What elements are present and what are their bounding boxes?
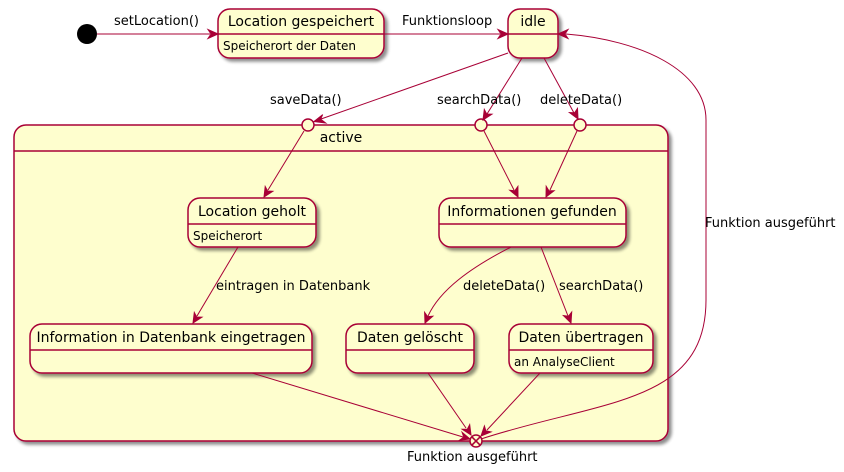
label-search-data: searchData() bbox=[437, 93, 521, 108]
state-location-gespeichert-title: Location gespeichert bbox=[228, 14, 375, 30]
state-informationen-gefunden bbox=[438, 197, 627, 248]
edge-save-to-location-geholt bbox=[263, 130, 305, 198]
label-eintragen: eintragen in Datenbank bbox=[216, 279, 371, 294]
state-information-eingetragen bbox=[29, 323, 313, 374]
label-delete-data: deleteData() bbox=[540, 93, 622, 108]
entry-point-search bbox=[474, 118, 488, 132]
edge-delete-to-informationen bbox=[545, 130, 578, 199]
edge-save-data bbox=[312, 52, 509, 124]
state-daten-geloescht bbox=[345, 323, 475, 374]
label-return-funktion-ausgefuehrt: Funktion ausgeführt bbox=[705, 216, 836, 231]
edge-eintragen bbox=[192, 246, 239, 325]
state-idle-title: idle bbox=[520, 14, 545, 30]
edge-funktionsloop bbox=[384, 28, 510, 40]
state-active-title: active bbox=[320, 130, 363, 146]
state-location-geholt bbox=[187, 197, 317, 248]
entry-point-delete bbox=[573, 118, 587, 132]
state-location-geholt-desc: Speicherort bbox=[193, 229, 262, 243]
state-daten-uebertragen-title: Daten übertragen bbox=[518, 330, 643, 346]
state-information-eingetragen-title: Information in Datenbank eingetragen bbox=[36, 330, 305, 346]
exit-point bbox=[469, 434, 483, 448]
state-informationen-gefunden-title: Informationen gefunden bbox=[447, 204, 617, 220]
label-funktionsloop: Funktionsloop bbox=[402, 14, 492, 29]
edge-geloescht-to-exit bbox=[427, 372, 472, 437]
label-save-data: saveData() bbox=[270, 93, 342, 108]
edge-inner-search bbox=[540, 246, 573, 325]
edge-return-to-idle bbox=[480, 28, 707, 440]
state-location-geholt-title: Location geholt bbox=[198, 204, 306, 220]
label-inner-delete: deleteData() bbox=[463, 279, 545, 294]
label-inner-search: searchData() bbox=[559, 279, 643, 294]
edge-delete-data bbox=[543, 57, 579, 121]
state-location-gespeichert-desc: Speicherort der Daten bbox=[223, 39, 356, 53]
edge-search-data bbox=[482, 57, 523, 122]
state-daten-uebertragen-desc: an AnalyseClient bbox=[514, 355, 615, 369]
label-exit-funktion-ausgefuehrt: Funktion ausgeführt bbox=[407, 450, 538, 465]
entry-point-save bbox=[301, 118, 315, 132]
edge-search-to-informationen bbox=[483, 130, 519, 199]
label-set-location: setLocation() bbox=[114, 14, 199, 29]
edge-set-location bbox=[97, 28, 220, 40]
state-daten-geloescht-title: Daten gelöscht bbox=[357, 330, 464, 346]
edge-inner-delete bbox=[424, 246, 512, 325]
edge-eingetragen-to-exit bbox=[251, 372, 472, 441]
initial-state bbox=[77, 24, 97, 44]
state-daten-uebertragen bbox=[508, 323, 654, 374]
edge-uebertragen-to-exit bbox=[480, 372, 541, 437]
